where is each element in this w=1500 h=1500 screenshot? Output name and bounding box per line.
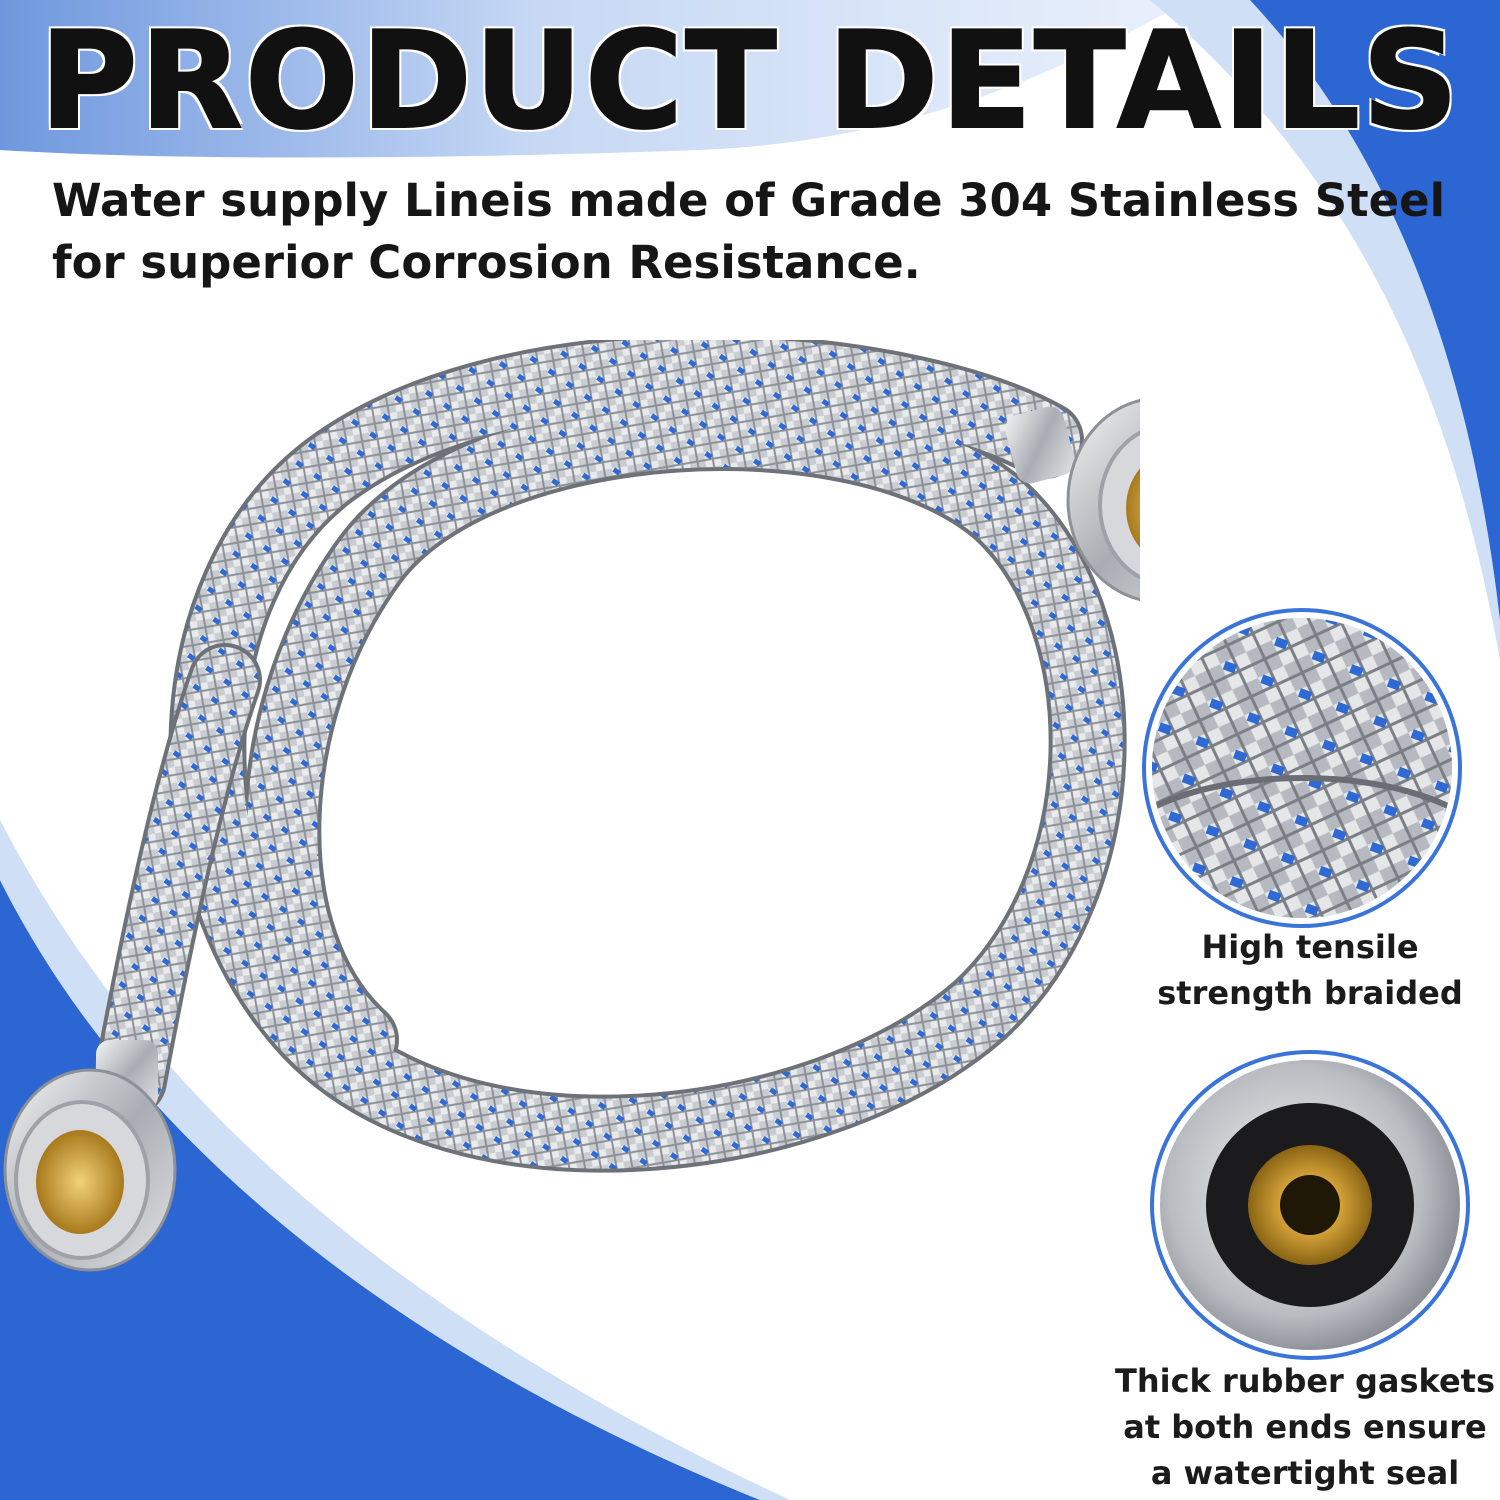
bottom-fitting <box>3 1040 177 1272</box>
gasket-fitting-closeup-icon <box>1160 1060 1460 1350</box>
intro-line-2: for superior Corrosion Resistance. <box>52 236 921 289</box>
top-fitting <box>1005 398 1140 602</box>
intro-text: Water supply Lineis made of Grade 304 St… <box>52 170 1472 294</box>
braided-hose-image <box>3 340 1140 1272</box>
intro-line-1: Water supply Lineis made of Grade 304 St… <box>52 174 1446 227</box>
caption-line: Thick rubber gaskets <box>1115 1362 1495 1400</box>
caption-line: a watertight seal <box>1150 1454 1460 1492</box>
caption-line: High tensile <box>1201 928 1419 966</box>
feature-caption-braided: High tensile strength braided <box>1130 924 1490 1016</box>
caption-line: strength braided <box>1157 974 1463 1012</box>
caption-line: at both ends ensure <box>1123 1408 1487 1446</box>
feature-caption-gasket: Thick rubber gaskets at both ends ensure… <box>1110 1358 1500 1496</box>
page-title: PRODUCT DETAILS <box>39 3 1461 159</box>
braided-hose-closeup-icon <box>1152 618 1452 918</box>
